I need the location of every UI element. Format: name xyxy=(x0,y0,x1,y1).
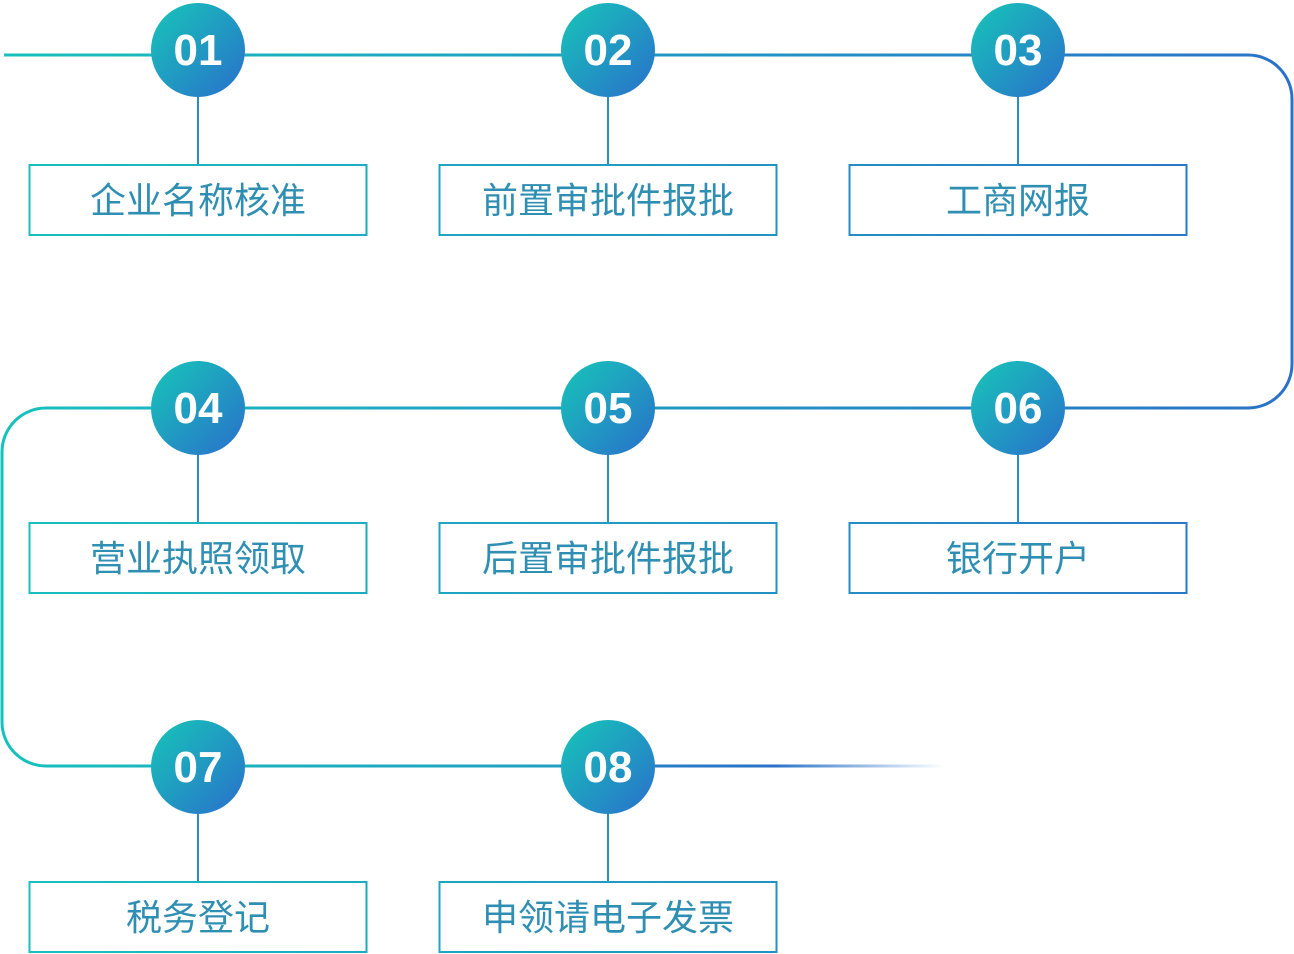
step-number-circle xyxy=(151,720,245,814)
step-04: 04 营业执照领取 xyxy=(28,361,368,594)
steps-layer: 01 企业名称核准 02 前置审批件报批 03 工商网报 04 营业执照领取 05 后置审批件报批… xyxy=(28,3,1188,953)
step-03: 03 工商网报 xyxy=(848,3,1188,236)
step-number-circle xyxy=(561,361,655,455)
step-number: 04 xyxy=(174,384,223,433)
step-label: 企业名称核准 xyxy=(90,181,306,222)
step-label: 营业执照领取 xyxy=(90,539,306,580)
step-number-circle xyxy=(151,3,245,97)
step-label: 申领请电子发票 xyxy=(482,898,734,939)
step-label-box xyxy=(438,522,778,594)
step-number: 01 xyxy=(174,26,223,75)
step-number-circle xyxy=(561,3,655,97)
step-label-box xyxy=(438,164,778,236)
step-number: 03 xyxy=(994,26,1043,75)
step-label: 前置审批件报批 xyxy=(482,181,734,222)
step-08: 08 申领请电子发票 xyxy=(438,720,778,953)
step-number: 02 xyxy=(584,26,633,75)
step-number-circle xyxy=(971,3,1065,97)
step-label-box xyxy=(848,164,1188,236)
step-06: 06 银行开户 xyxy=(848,361,1188,594)
step-05: 05 后置审批件报批 xyxy=(438,361,778,594)
step-number-circle xyxy=(561,720,655,814)
step-label: 税务登记 xyxy=(126,898,270,939)
step-label: 工商网报 xyxy=(946,181,1090,222)
step-label-box xyxy=(28,522,368,594)
step-01: 01 企业名称核准 xyxy=(28,3,368,236)
step-number: 08 xyxy=(584,743,633,792)
step-label: 银行开户 xyxy=(946,539,1090,580)
step-label-box xyxy=(848,522,1188,594)
step-number: 05 xyxy=(584,384,633,433)
step-number-circle xyxy=(151,361,245,455)
step-07: 07 税务登记 xyxy=(28,720,368,953)
step-02: 02 前置审批件报批 xyxy=(438,3,778,236)
step-number-circle xyxy=(971,361,1065,455)
step-number: 06 xyxy=(994,384,1043,433)
step-number: 07 xyxy=(174,743,223,792)
step-label-box xyxy=(28,164,368,236)
step-label-box xyxy=(28,881,368,953)
step-label-box xyxy=(438,881,778,953)
step-label: 后置审批件报批 xyxy=(482,539,734,580)
